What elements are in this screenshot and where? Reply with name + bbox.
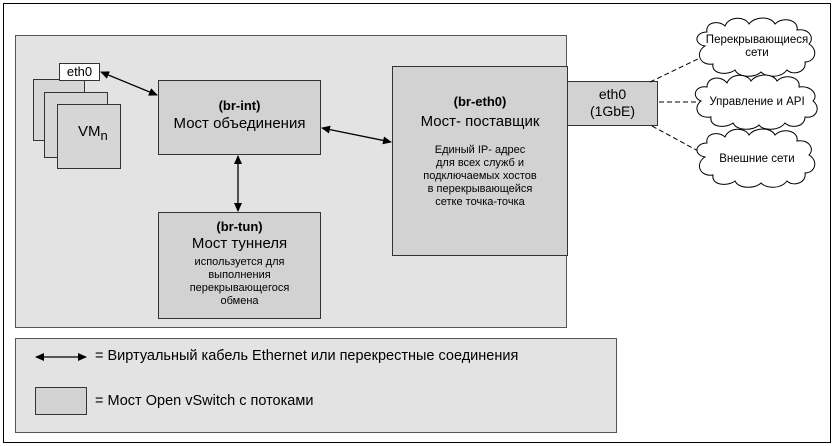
legend-bridge-text: = Мост Open vSwitch с потоками xyxy=(95,393,314,409)
cloud-overlay-networks xyxy=(696,17,816,77)
vm-name: VM xyxy=(78,123,101,140)
link-to-overlay-networks xyxy=(649,56,703,83)
cloud-overlay-networks-label: Перекрывающиеся сети xyxy=(697,34,817,60)
legend-bridge-swatch xyxy=(35,387,87,415)
cloud-label-line: Внешние сети xyxy=(719,153,795,165)
vm-eth0-port: eth0 xyxy=(59,63,100,81)
vm-card-front: VMn xyxy=(57,104,121,169)
br-tun-bridge: (br-tun) Мост туннеля используется для в… xyxy=(158,212,321,319)
br-eth0-desc-line: сетке точка-точка xyxy=(435,196,525,208)
legend-cable-text: = Виртуальный кабель Ethernet или перекр… xyxy=(95,348,519,364)
br-tun-desc-line: выполнения xyxy=(208,269,271,281)
br-int-to-br-eth0-cable xyxy=(321,125,392,145)
vm-to-br-int-cable xyxy=(100,71,158,96)
br-tun-desc-line: используется для xyxy=(194,256,285,268)
link-to-external-networks xyxy=(651,125,701,153)
br-tun-subtitle: Мост туннеля xyxy=(191,235,288,252)
br-tun-description: используется для выполнения перекрывающе… xyxy=(159,256,320,308)
legend: = Виртуальный кабель Ethernet или перекр… xyxy=(15,338,617,433)
cloud-external-networks xyxy=(696,128,816,188)
br-eth0-desc-line: в перекрывающейся xyxy=(427,183,533,195)
br-tun-desc-line: перекрывающегося xyxy=(189,282,290,294)
br-eth0-desc-line: подключаемых хостов xyxy=(423,170,537,182)
cloud-management-api-label: Управление и API xyxy=(697,96,817,109)
br-int-title: (br-int) xyxy=(218,98,261,113)
legend-cable-icon xyxy=(35,353,87,361)
br-eth0-desc-line: Единый IP- адрес xyxy=(434,144,526,156)
br-tun-title: (br-tun) xyxy=(216,219,263,234)
vm-label: VMn xyxy=(78,123,108,143)
br-eth0-subtitle: Мост- поставщик xyxy=(420,113,540,130)
cloud-label-line: Управление и API xyxy=(709,96,805,108)
vm-subscript: n xyxy=(100,128,108,143)
br-tun-desc-line: обмена xyxy=(220,295,259,307)
eth0-physical-nic: eth0 (1GbE) xyxy=(567,81,658,126)
cloud-label-line: Перекрывающиеся xyxy=(705,34,809,46)
br-eth0-title: (br-eth0) xyxy=(453,94,507,109)
eth0-nic-label: eth0 xyxy=(598,86,627,102)
eth0-nic-speed: (1GbE) xyxy=(589,103,636,119)
br-eth0-bridge: (br-eth0) Мост- поставщик Единый IP- адр… xyxy=(392,66,568,256)
cloud-label-line: сети xyxy=(745,47,769,59)
br-eth0-description: Единый IP- адрес для всех служб и подклю… xyxy=(393,144,567,209)
cloud-external-networks-label: Внешние сети xyxy=(697,153,817,166)
br-int-subtitle: Мост объединения xyxy=(173,115,306,132)
br-int-bridge: (br-int) Мост объединения xyxy=(158,80,321,155)
cloud-management-api xyxy=(694,74,818,130)
br-eth0-desc-line: для всех служб и xyxy=(435,157,525,169)
